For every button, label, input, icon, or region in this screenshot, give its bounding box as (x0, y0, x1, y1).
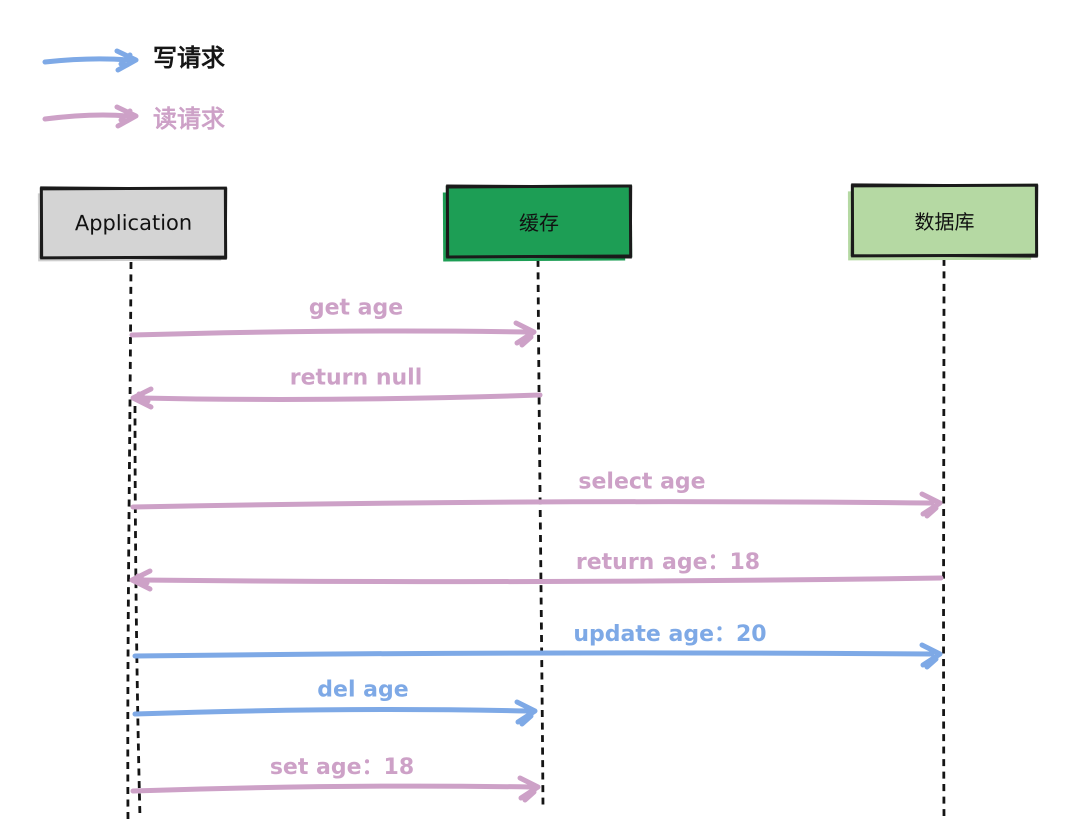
message-label-set-age-18: set age：18 (269, 755, 415, 780)
lifeline-application (126, 261, 142, 823)
legend-write-label: 写请求 (153, 44, 225, 72)
message-label-select-age: select age (578, 469, 706, 495)
legend-write-arrow-icon (42, 48, 139, 73)
message-label-update-age-20: update age：20 (573, 622, 767, 647)
message-arrow-return-age-18 (129, 568, 944, 592)
message-arrow-select-age (130, 491, 943, 519)
message-arrow-del-age (132, 699, 538, 727)
lifeline-cache (536, 259, 545, 809)
message-arrow-get-age (129, 320, 537, 348)
message-arrow-set-age-18 (130, 775, 541, 803)
actor-label-application: Application (74, 210, 193, 236)
actor-box-cache: 缓存 (445, 184, 633, 259)
message-label-get-age: get age (308, 295, 404, 321)
legend-read-arrow-icon (42, 104, 139, 129)
actor-box-application: Application (39, 186, 228, 260)
legend-read-label: 读请求 (153, 105, 225, 133)
actor-label-database: 数据库 (914, 209, 975, 235)
message-label-del-age: del age (317, 677, 409, 703)
actor-label-cache: 缓存 (518, 210, 560, 236)
actor-box-database: 数据库 (850, 183, 1039, 258)
message-label-return-null: return null (289, 365, 423, 391)
message-label-return-age-18: return age：18 (575, 550, 761, 575)
message-arrow-return-null (130, 386, 543, 410)
message-arrow-update-age-20 (132, 642, 943, 670)
